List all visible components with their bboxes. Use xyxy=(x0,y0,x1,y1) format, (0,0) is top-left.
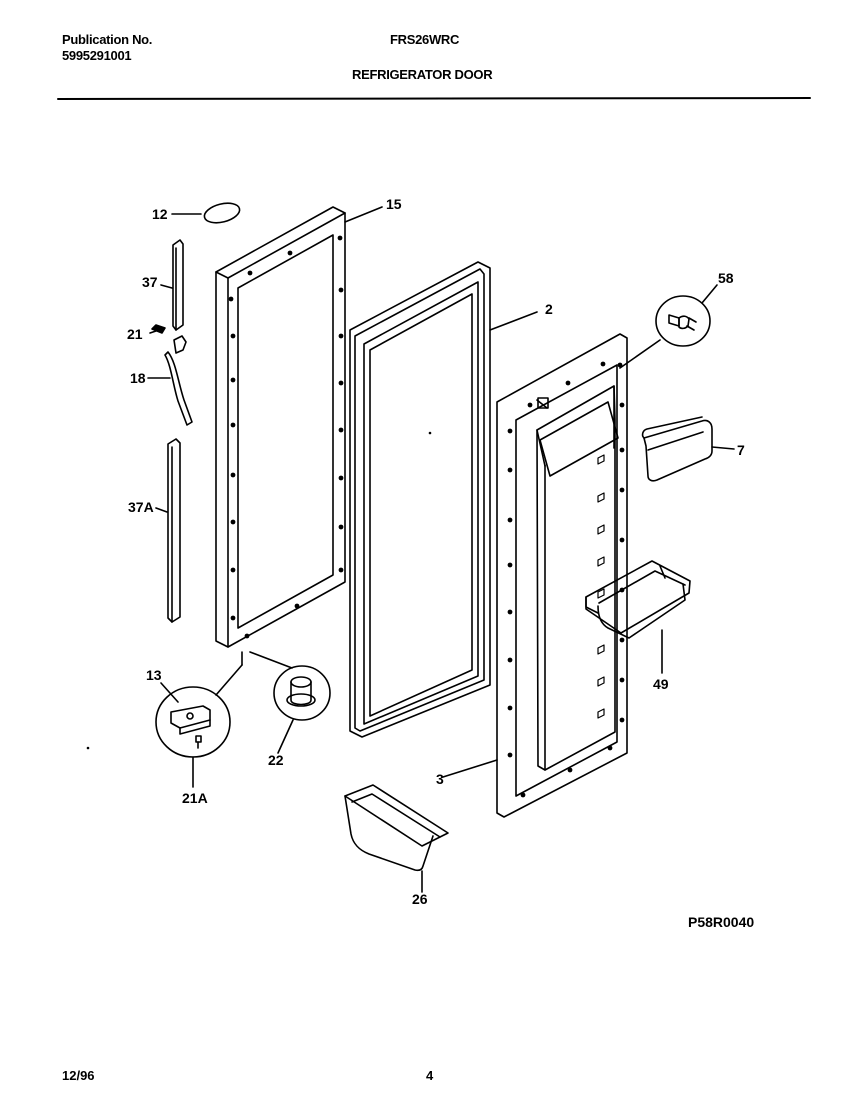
label-part-21: 21 xyxy=(127,326,143,342)
header-rule xyxy=(57,97,811,100)
part-37-hinge-strip xyxy=(160,239,184,331)
label-part-37a: 37A xyxy=(128,499,154,515)
part-7-dairy-door xyxy=(641,416,735,482)
part-13-hinge-callout xyxy=(155,651,243,788)
part-37a-hinge-strip-lower xyxy=(155,438,181,623)
label-part-21a: 21A xyxy=(182,790,208,806)
model-number: FRS26WRC xyxy=(390,32,460,47)
part-3-door-liner xyxy=(442,333,661,818)
part-21-screw xyxy=(149,324,166,334)
part-22-hinge-cover-callout xyxy=(249,651,331,754)
part-49-door-shelf xyxy=(585,560,691,674)
part-15-door-outer-panel xyxy=(215,206,383,648)
label-part-26: 26 xyxy=(412,891,428,907)
label-part-3: 3 xyxy=(436,771,444,787)
publication-label: Publication No. xyxy=(62,32,153,47)
label-part-2: 2 xyxy=(545,301,553,317)
section-title: REFRIGERATOR DOOR xyxy=(352,67,493,82)
label-part-15: 15 xyxy=(386,196,402,212)
part-58-screw-callout xyxy=(655,284,718,347)
part-26-dairy-bin xyxy=(344,784,449,893)
label-part-49: 49 xyxy=(653,676,669,692)
drawing-code: P58R0040 xyxy=(688,914,754,930)
label-part-7: 7 xyxy=(737,442,745,458)
footer-page-number: 4 xyxy=(426,1068,434,1083)
label-part-12: 12 xyxy=(152,206,168,222)
footer-date: 12/96 xyxy=(62,1068,95,1083)
label-part-22: 22 xyxy=(268,752,284,768)
label-part-13: 13 xyxy=(146,667,162,683)
label-part-58: 58 xyxy=(718,270,734,286)
part-18-hinge-arm xyxy=(147,335,193,426)
label-part-18: 18 xyxy=(130,370,146,386)
publication-number: 5995291001 xyxy=(62,48,132,63)
label-part-37: 37 xyxy=(142,274,158,290)
part-2-door-gasket xyxy=(349,261,538,738)
part-12-plug xyxy=(171,202,241,224)
